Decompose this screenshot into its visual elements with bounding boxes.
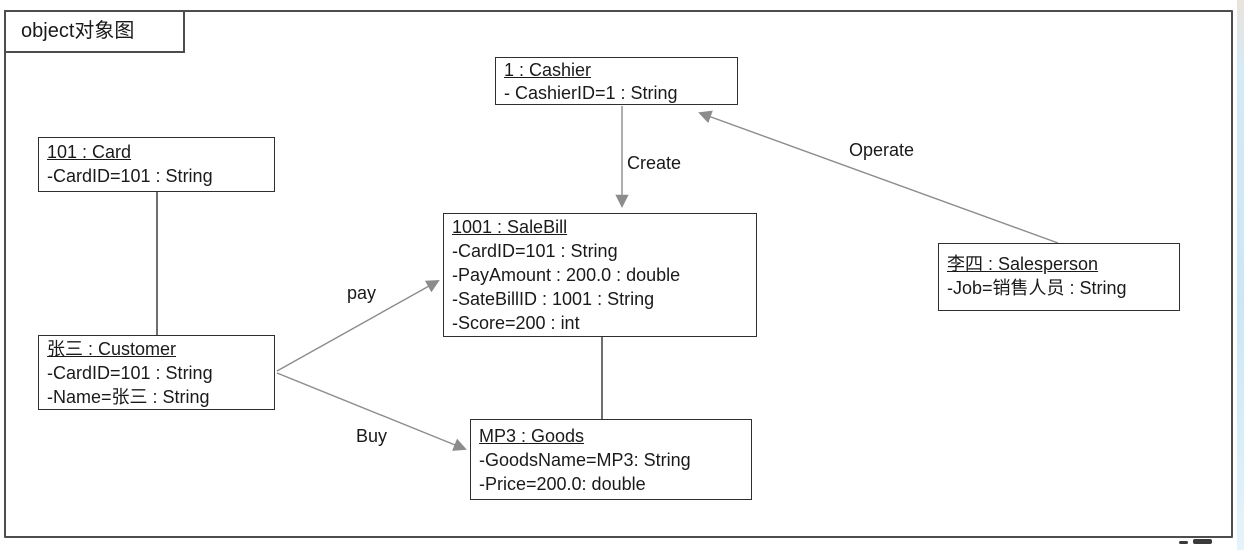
node-title: 1 : Cashier [504,60,592,80]
object-node-card[interactable]: 101 : Card -CardID=101 : String [38,137,275,192]
diagram-title: object对象图 [4,10,185,53]
node-attr: -Job=销售人员 : String [947,278,1127,298]
node-title: 张三 : Customer [47,339,177,359]
node-title: 李四 : Salesperson [947,254,1099,274]
node-attr: -CardID=101 : String [452,241,618,261]
node-attr: -PayAmount : 200.0 : double [452,265,681,285]
node-attr: -SateBillID : 1001 : String [452,289,655,309]
object-node-salesperson[interactable]: 李四 : Salesperson -Job=销售人员 : String [938,243,1180,311]
node-attr: -Price=200.0: double [479,474,646,494]
object-node-goods[interactable]: MP3 : Goods -GoodsName=MP3: String -Pric… [470,419,752,500]
object-node-cashier[interactable]: 1 : Cashier - CashierID=1 : String [495,57,738,105]
object-node-customer[interactable]: 张三 : Customer -CardID=101 : String -Name… [38,335,275,410]
node-title: MP3 : Goods [479,426,585,446]
edge-label-pay[interactable]: pay [347,283,377,303]
node-attr: -Name=张三 : String [47,387,210,407]
edge-label-create[interactable]: Create [627,153,682,173]
cropped-text-artifact [1179,541,1188,544]
edge-label-operate[interactable]: Operate [849,140,915,160]
object-node-salebill[interactable]: 1001 : SaleBill -CardID=101 : String -Pa… [443,213,757,337]
node-attr: -GoodsName=MP3: String [479,450,691,470]
node-attr: -CardID=101 : String [47,363,213,383]
node-title: 101 : Card [47,142,132,162]
node-attr: -Score=200 : int [452,313,580,333]
cropped-text-artifact [1193,539,1212,544]
window-edge-scrollbar[interactable] [1237,0,1244,550]
node-attr: - CashierID=1 : String [504,83,678,103]
edge-label-buy[interactable]: Buy [356,426,388,446]
node-attr: -CardID=101 : String [47,166,213,186]
node-title: 1001 : SaleBill [452,217,568,237]
